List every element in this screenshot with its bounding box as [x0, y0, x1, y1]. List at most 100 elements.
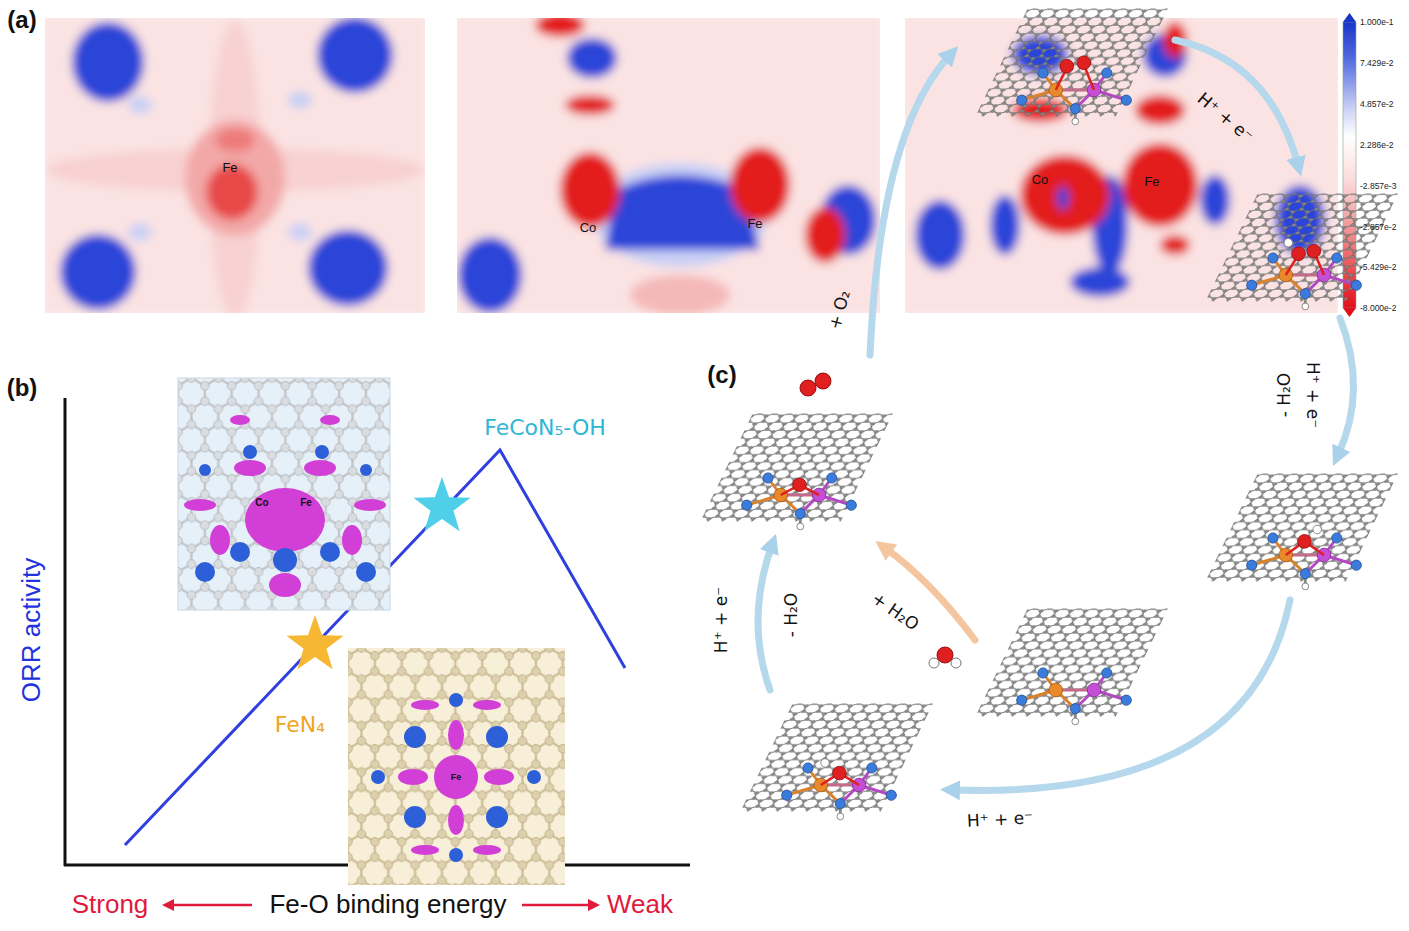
charge-density-map-part-part [1122, 143, 1198, 227]
charge-inset-part-part [356, 562, 376, 582]
volcano-plot-part [413, 477, 470, 531]
charge-density-map-part-part [457, 18, 880, 313]
charge-density-map-part-part [128, 96, 152, 114]
charge-density-map-part-part [128, 223, 152, 241]
catalyst-structure-part [1205, 193, 1398, 309]
atom-label: Fe [747, 217, 762, 231]
atom-label: Fe [451, 773, 462, 782]
colorbar-tick: 2.286e-2 [1360, 140, 1394, 149]
catalyst-structure [1205, 193, 1398, 309]
step-label: + H₂O [868, 590, 921, 635]
reaction-arrows-part [952, 600, 1290, 790]
axis-end-label: Weak [607, 891, 673, 918]
colorbar-tick: 1.000e-1 [1360, 18, 1394, 27]
charge-inset-part-part [315, 445, 329, 459]
catalyst-structure [975, 8, 1168, 124]
atom-label: Co [580, 221, 597, 235]
catalyst-structure-part [740, 703, 933, 819]
charge-inset-part [398, 700, 514, 855]
colorbar-part [1343, 13, 1356, 22]
charge-inset-part-part [269, 573, 301, 597]
catalyst-structure-part [1313, 525, 1322, 534]
step-label: H⁺ + e⁻ [1194, 90, 1256, 146]
charge-density-map-part-part [308, 230, 388, 306]
charge-density-map-part-part [1135, 95, 1185, 125]
charge-inset-part [184, 415, 386, 597]
catalyst-structure-part [833, 766, 847, 780]
charge-inset-part-part [404, 726, 426, 748]
charge-inset-part-part [448, 720, 464, 750]
charge-inset-part [348, 648, 565, 885]
charge-inset-part-part [473, 700, 501, 710]
atom-label: Fe [1144, 175, 1159, 189]
charge-inset-part [348, 648, 565, 885]
charge-density-map-part-part [1200, 175, 1230, 225]
charge-inset-part-part [398, 769, 428, 785]
step-label: H⁺ + e⁻ [966, 809, 1033, 830]
charge-inset-part-part [342, 525, 362, 555]
inset-frame [178, 378, 390, 610]
water-molecule-part [929, 658, 939, 668]
atom-label: Co [255, 498, 268, 509]
charge-density-map-part-part [458, 237, 522, 313]
charge-inset-part-part [486, 726, 508, 748]
charge-inset-part-part [245, 488, 325, 552]
charge-inset-part-part [320, 415, 340, 425]
catalyst-structure-part [1298, 535, 1312, 549]
axis-title: ORR activity [18, 558, 45, 702]
catalyst-structure-part [1284, 238, 1293, 247]
catalyst-structure-part [975, 8, 1168, 124]
colorbar-tick: -2.857e-2 [1360, 222, 1396, 231]
charge-inset-part-part [434, 755, 478, 799]
step-label: H⁺ + e⁻ [1303, 362, 1321, 428]
charge-density-map-part-part [567, 38, 617, 78]
charge-inset-part [178, 378, 390, 610]
charge-inset-part-part [320, 542, 340, 562]
axis-title: Fe-O binding energy [269, 891, 506, 918]
charge-inset-part-part [354, 499, 386, 511]
charge-density-map [457, 18, 880, 313]
catalyst-structure-part [1077, 56, 1091, 70]
charge-density-map-part [457, 18, 880, 313]
step-label: - H₂O [783, 593, 801, 638]
atom-label: Fe [300, 498, 312, 509]
volcano-plot-part [64, 398, 67, 866]
charge-density-map-part-part [60, 234, 136, 310]
charge-inset-part [195, 445, 376, 582]
oxygen-molecule-part [800, 380, 816, 396]
charge-density-map-part-part [72, 22, 144, 102]
catalyst-structure-part [975, 608, 1168, 724]
charge-density-map-part-part [805, 207, 845, 263]
volcano-plot-part [286, 615, 343, 669]
catalyst-structure-part [1205, 473, 1398, 589]
oxygen-molecule [800, 373, 831, 396]
charge-density-map [45, 18, 425, 313]
charge-density-map-part-part [317, 18, 393, 93]
step-label: + O₂ [826, 288, 854, 331]
charge-density-map-part-part [288, 91, 312, 109]
step-label: H⁺ + e⁻ [713, 587, 731, 653]
reaction-arrows-part [1175, 40, 1298, 165]
charge-density-map-part-part [565, 95, 615, 115]
colorbar-tick: 4.857e-2 [1360, 99, 1394, 108]
charge-density-map-part-part [1020, 155, 1110, 235]
charge-density-map-part-part [1057, 186, 1069, 210]
panel-label: (b) [7, 375, 38, 400]
reaction-arrows-part [1338, 318, 1354, 455]
charge-inset-part-part [473, 845, 501, 855]
charge-inset-part [178, 378, 390, 610]
charge-inset-part-part [371, 770, 385, 784]
panel-label: (a) [7, 7, 36, 32]
charge-inset-part-part [243, 445, 257, 459]
catalyst-label: FeN₄ [275, 713, 325, 736]
reaction-arrows-part [885, 548, 975, 640]
catalyst-structure-part [700, 413, 893, 529]
charge-density-map-part-part [1070, 267, 1130, 297]
charge-density-map-part-part [288, 223, 312, 241]
colorbar-tick: 7.429e-2 [1360, 58, 1394, 67]
charge-inset-part-part [486, 806, 508, 828]
charge-density-map-part-part [215, 128, 255, 152]
charge-density-map-part-part [990, 195, 1020, 255]
